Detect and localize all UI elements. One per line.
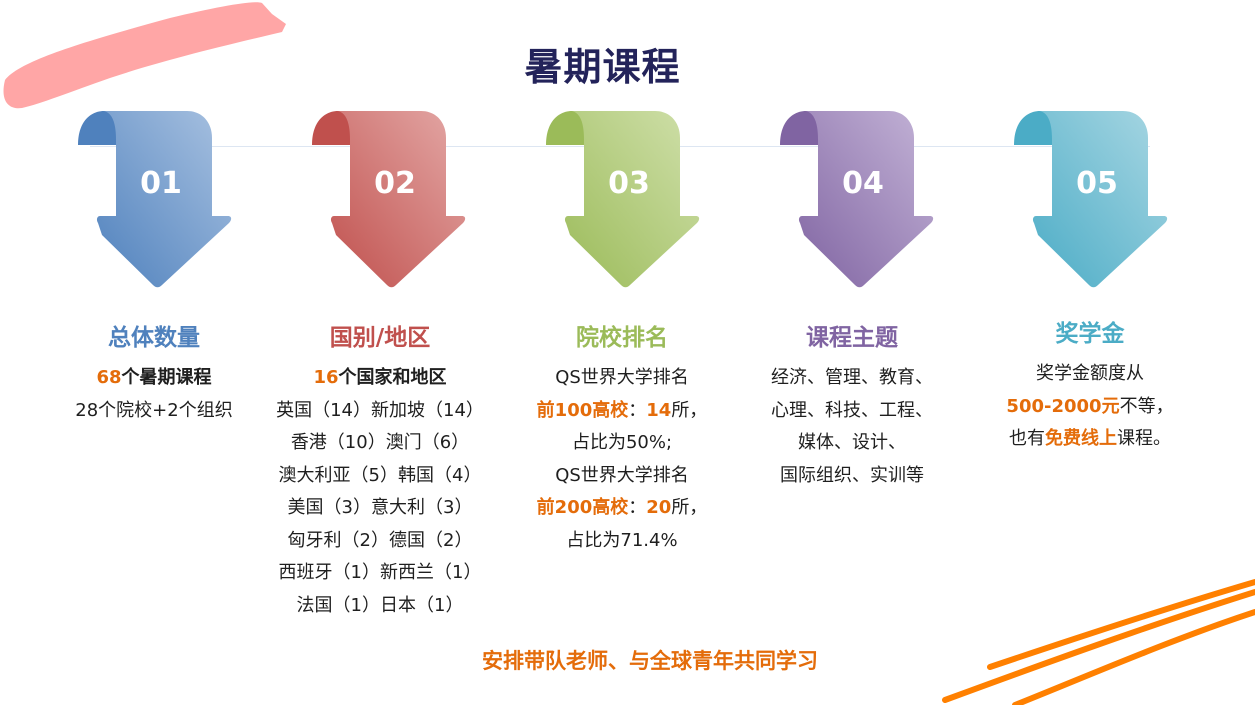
text: 课程。: [1117, 428, 1171, 449]
step-4-content: 课程主题 经济、管理、教育、 心理、科技、工程、 媒体、设计、 国际组织、实训等: [722, 322, 982, 492]
step-number: 03: [608, 166, 650, 201]
arrow-down-icon: [312, 111, 466, 288]
step-number: 01: [140, 166, 182, 201]
arrow-down-icon: [780, 111, 934, 288]
topic-line: 经济、管理、教育、: [771, 367, 933, 388]
step-5-arrow: 05: [1008, 110, 1168, 290]
topic-line: 媒体、设计、: [798, 432, 906, 453]
topic-line: 心理、科技、工程、: [771, 399, 933, 421]
footer-tagline: 安排带队老师、与全球青年共同学习: [482, 649, 818, 673]
rank-source: QS世界大学排名: [555, 367, 689, 388]
rank-ratio: 占比为50%;: [571, 432, 673, 453]
step-heading: 国别/地区: [329, 325, 431, 351]
country-line: 法国（1）日本（1）: [296, 594, 464, 616]
rank-source: QS世界大学排名: [555, 464, 689, 486]
step-heading: 院校排名: [576, 325, 668, 351]
text: 也有: [1009, 428, 1045, 449]
page-title: 暑期课程: [524, 45, 681, 89]
step-4-arrow: 04: [774, 110, 934, 290]
step-heading: 课程主题: [806, 325, 898, 351]
step-number: 05: [1076, 166, 1118, 201]
rank-tier-line: 前100高校：14所，: [492, 395, 752, 428]
country-line: 英国（14）新加坡（14）: [276, 399, 484, 421]
country-line: 香港（10）澳门（6）: [290, 432, 470, 453]
rank-tier: 前200高校: [536, 497, 629, 518]
arrow-down-icon: [546, 111, 700, 288]
separator: ：: [628, 399, 647, 421]
arrow-down-icon: [78, 111, 232, 288]
free-online-line: 也有免费线上课程。: [960, 423, 1220, 456]
scholarship-amount: 500-2000元: [1006, 395, 1120, 417]
step-heading: 奖学金: [1055, 321, 1125, 347]
arrow-down-icon: [1014, 111, 1168, 288]
rank-ratio: 占比为71.4%: [566, 529, 678, 551]
highlight-rest: 个国家和地区: [338, 367, 447, 388]
scholarship-line: 奖学金额度从: [1036, 363, 1144, 384]
step-3-content: 院校排名 QS世界大学排名 前100高校：14所， 占比为50%; QS世界大学…: [492, 322, 752, 557]
highlight-value: 16: [313, 367, 339, 388]
rank-tier: 前100高校: [536, 399, 629, 421]
step-1-arrow: 01: [72, 110, 232, 290]
step-heading: 总体数量: [108, 325, 200, 351]
step-number: 02: [374, 166, 416, 201]
separator: ：: [628, 497, 647, 518]
country-line: 澳大利亚（5）韩国（4）: [278, 464, 482, 486]
country-line: 匈牙利（2）德国（2）: [287, 529, 473, 551]
rank-count: 20: [646, 497, 672, 518]
course-count: 68个暑期课程: [24, 362, 284, 395]
highlight-rest: 个暑期课程: [121, 367, 212, 388]
country-line: 西班牙（1）新西兰（1）: [278, 562, 482, 583]
rank-unit: 所，: [671, 399, 708, 421]
country-count: 16个国家和地区: [250, 362, 510, 395]
scholarship-amount-line: 500-2000元不等，: [960, 391, 1220, 424]
topic-line: 国际组织、实训等: [780, 464, 924, 486]
step-3-arrow: 03: [540, 110, 700, 290]
detail-line: 28个院校+2个组织: [75, 399, 233, 421]
highlight-value: 68: [96, 367, 122, 388]
rank-count: 14: [646, 399, 672, 421]
rank-tier-line: 前200高校：20所，: [492, 492, 752, 525]
step-number: 04: [842, 166, 884, 201]
amount-rest: 不等，: [1119, 395, 1174, 417]
step-1-content: 总体数量 68个暑期课程 28个院校+2个组织: [24, 322, 284, 427]
step-5-content: 奖学金 奖学金额度从 500-2000元不等， 也有免费线上课程。: [960, 318, 1220, 456]
rank-unit: 所，: [671, 497, 708, 518]
free-online-highlight: 免费线上: [1045, 428, 1117, 449]
country-line: 美国（3）意大利（3）: [287, 497, 473, 518]
step-2-arrow: 02: [306, 110, 466, 290]
step-2-content: 国别/地区 16个国家和地区 英国（14）新加坡（14） 香港（10）澳门（6）…: [250, 322, 510, 622]
